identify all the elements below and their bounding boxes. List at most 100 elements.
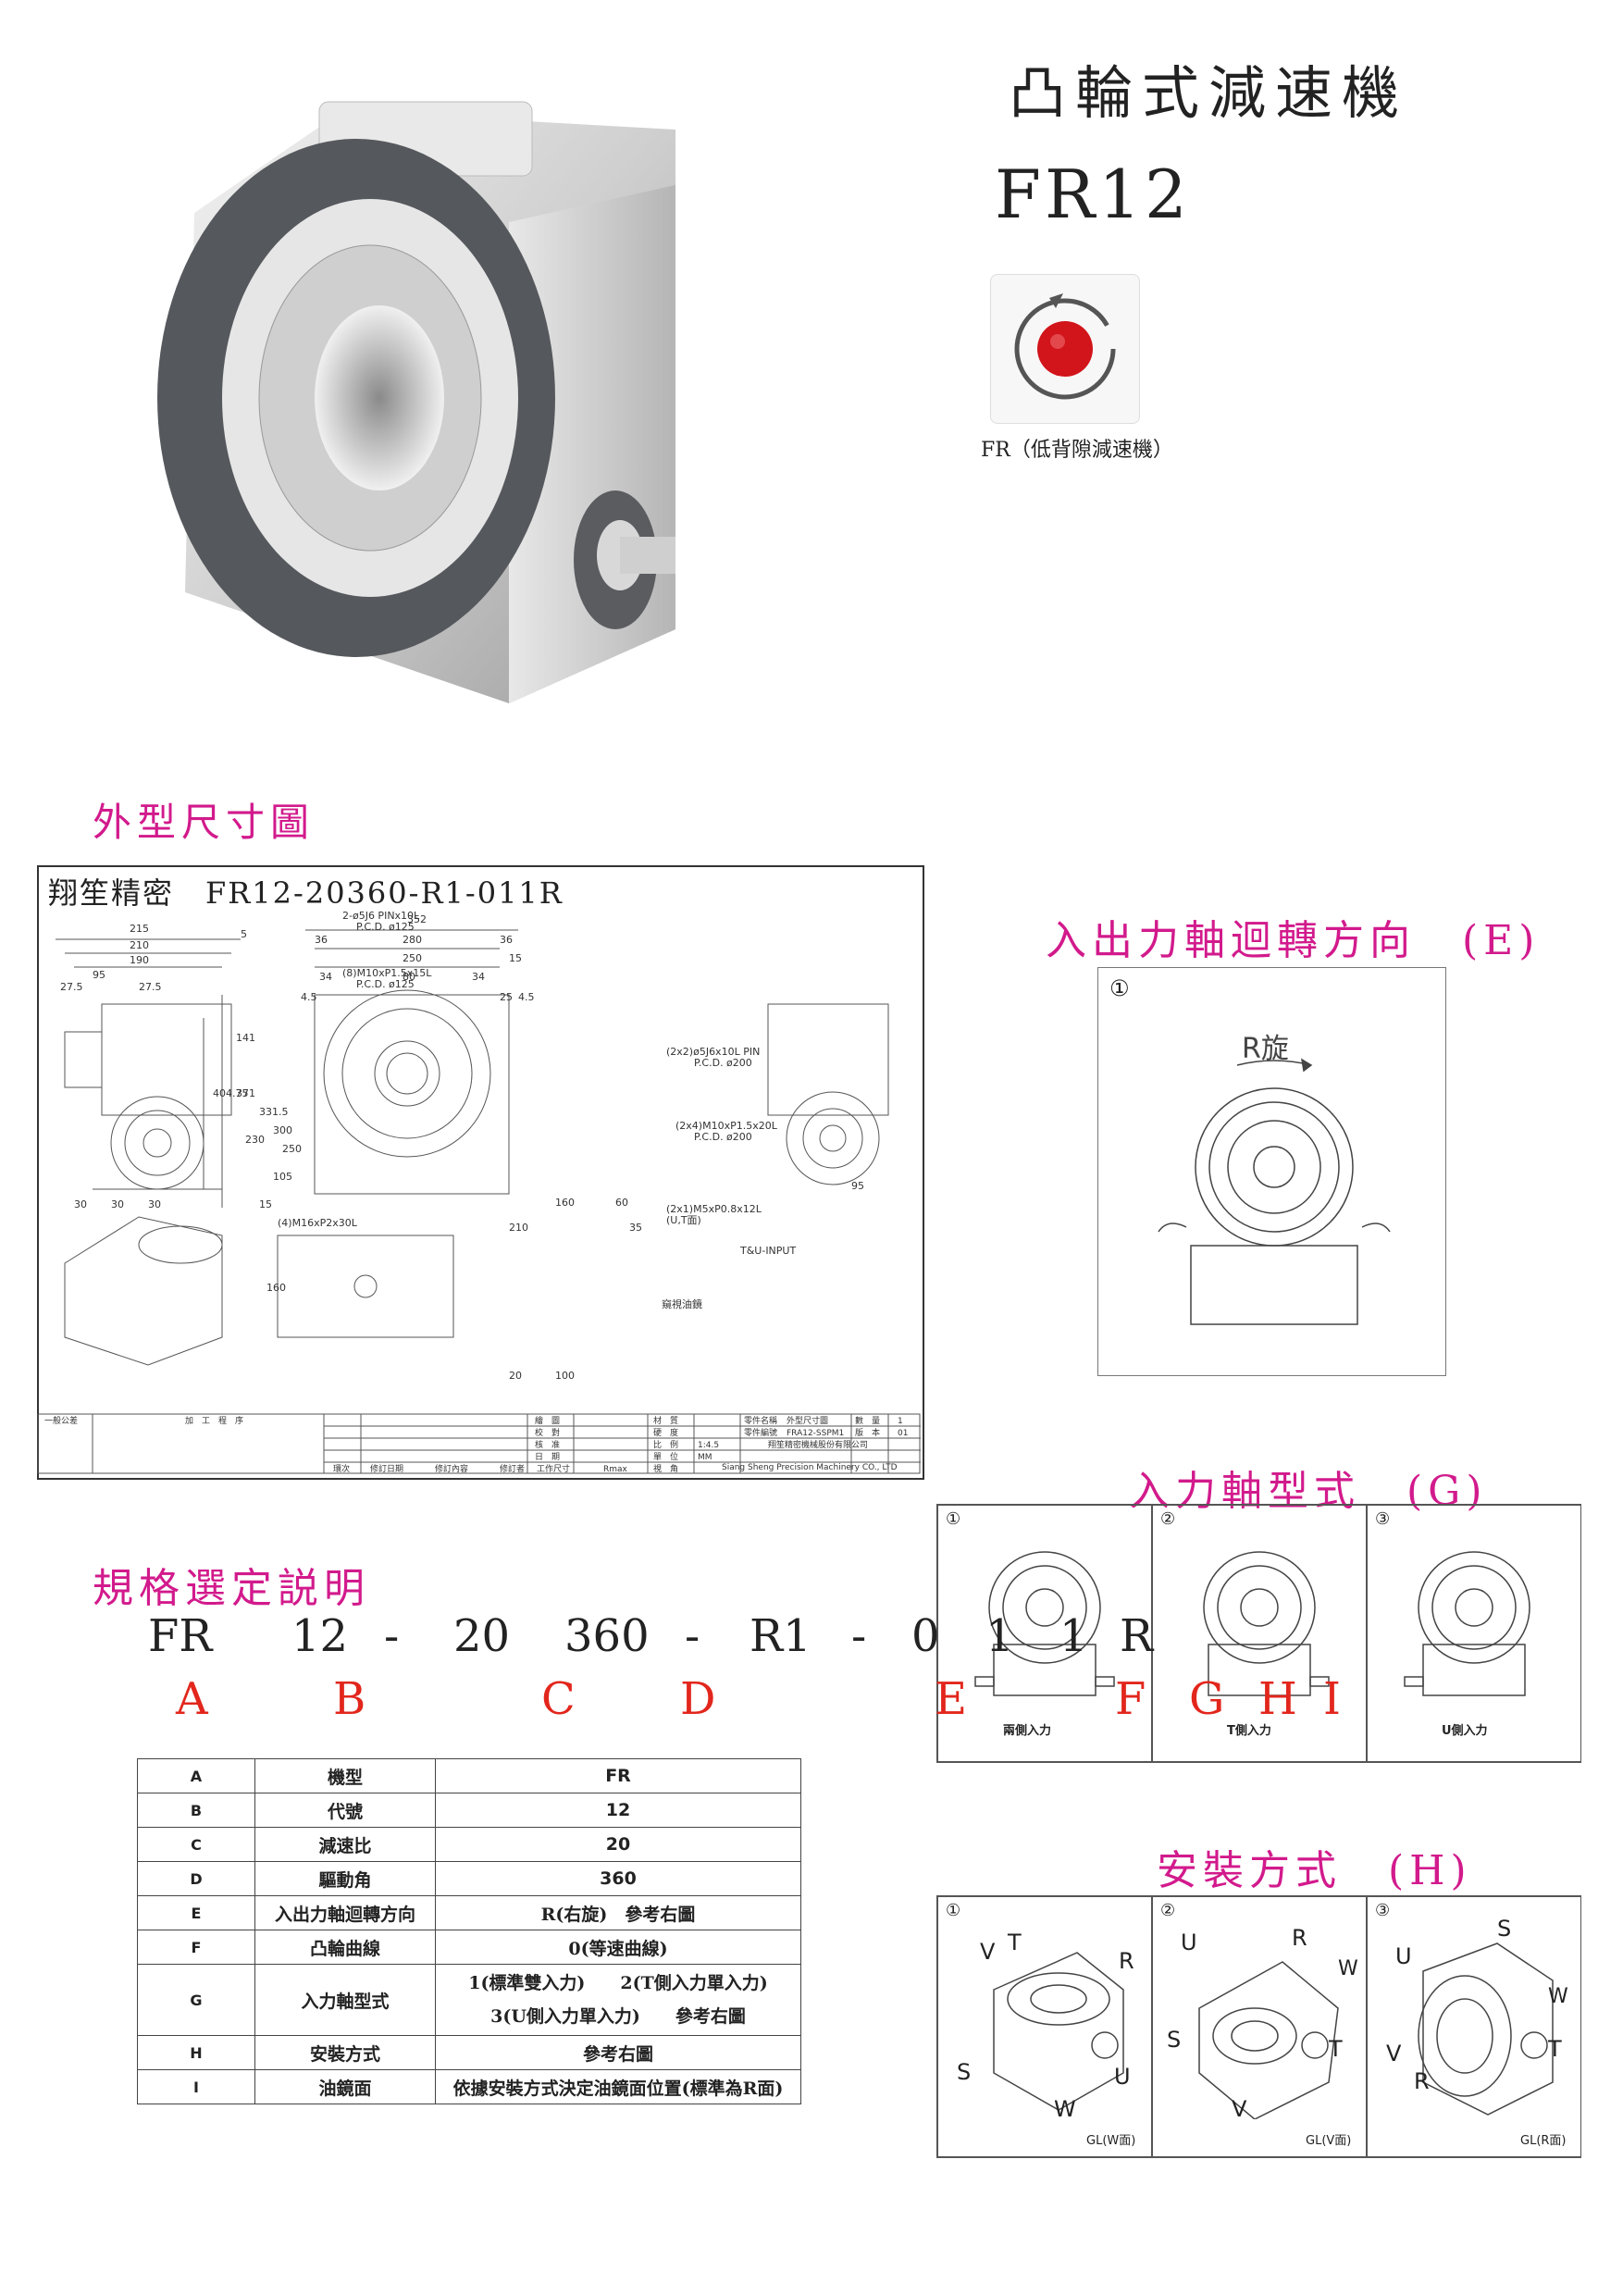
face-label: R (1119, 1948, 1134, 1974)
table-row: C 減速比 20 (137, 1827, 801, 1862)
code-separator: - (384, 1610, 400, 1662)
face-label: T (1008, 1930, 1022, 1955)
dim-label: 105 (273, 1171, 292, 1183)
tb-value: 1 (898, 1417, 903, 1426)
code-letter: I (1323, 1673, 1341, 1725)
dim-label: 27.5 (139, 981, 162, 993)
code-separator: - (685, 1610, 700, 1662)
input-option-u-side[interactable]: ③ U側入力 (1367, 1505, 1581, 1762)
drawing-note: P.C.D. ø200 (694, 1131, 752, 1143)
code-letter: B (333, 1673, 366, 1725)
code-segment: 360 (564, 1610, 650, 1662)
option-caption: GL(R面) (1520, 2134, 1567, 2148)
tb-footer: 工作尺寸 (537, 1463, 570, 1474)
reducer-iso-r-icon (1418, 1942, 1554, 2116)
dim-label: 5 (241, 928, 247, 940)
drawing-note: (2x2)ø5J6x10L PIN (666, 1046, 760, 1058)
row-key: G (137, 1964, 255, 2036)
drawing-title-block: 一般公差 加 工 程 序 繪 圖 校 對 核 准 日 期 材 質 硬 度 比 例… (37, 1413, 921, 1474)
reducer-front-view-icon (1158, 1058, 1391, 1325)
option-index: ② (1160, 1901, 1176, 1920)
row-value: R(右旋) 參考右圖 (435, 1895, 801, 1930)
tb-label: 核 准 (535, 1439, 560, 1450)
input-option-t-side[interactable]: ② T側入力 (1152, 1505, 1367, 1762)
fr-type-icon-box (990, 274, 1140, 424)
row-value-line-2: 3(U側入力單入力) 參考右圖 (490, 2006, 746, 2027)
tb-label: 繪 圖 (535, 1415, 560, 1426)
dim-label: 15 (509, 952, 522, 964)
row-name: 減速比 (254, 1827, 436, 1862)
row-key: E (137, 1895, 255, 1930)
reducer-iso-w-icon (993, 1952, 1124, 2111)
face-label: V (1386, 2041, 1402, 2066)
dimension-drawing: 215 210 190 95 27.5 27.5 5 352 36 280 36… (56, 912, 889, 1382)
table-row: A 機型 FR (137, 1758, 801, 1793)
row-name: 機型 (254, 1758, 436, 1793)
tb-footer: Rmax (603, 1465, 628, 1474)
dim-label: 80 (403, 971, 415, 983)
code-letter: A (176, 1673, 208, 1725)
tb-value: FRA12-SSPM1 (787, 1429, 844, 1438)
dimension-drawing-frame (37, 865, 924, 1480)
reducer-t-input-icon (1203, 1551, 1330, 1696)
face-label: U (1181, 1930, 1197, 1955)
dim-label: 20 (509, 1370, 522, 1382)
rotation-direction-panel: ① R旋 (1097, 967, 1446, 1376)
row-key: A (137, 1758, 255, 1793)
row-name: 凸輪曲線 (254, 1930, 436, 1965)
tb-label: 零件編號 (744, 1427, 777, 1438)
dim-label: 60 (615, 1197, 628, 1209)
mount-option-w-face[interactable]: ① V T R S U W GL(W面) (937, 1896, 1152, 2157)
dim-label: 300 (273, 1124, 292, 1136)
option-index: ② (1160, 1509, 1176, 1529)
row-key: B (137, 1793, 255, 1828)
drawing-note: 窺視油鏡 (662, 1297, 702, 1310)
spec-table: A 機型 FR B 代號 12 C 減速比 20 D 驅動角 360 E 入出力… (137, 1758, 801, 2104)
mounting-options: ① V T R S U W GL(W面) ② U R W (936, 1895, 1581, 2158)
option-caption: T側入力 (1227, 1724, 1271, 1738)
tb-value: 01 (898, 1429, 908, 1438)
mount-option-r-face[interactable]: ③ S U W V T R GL(R面) (1367, 1896, 1581, 2157)
row-value: 12 (435, 1793, 801, 1828)
code-letter: C (541, 1673, 576, 1725)
face-label: W (1548, 1985, 1568, 2008)
tb-label: 數 量 (855, 1415, 880, 1426)
face-label: U (1114, 2064, 1131, 2090)
rotation-dot-icon (1014, 293, 1116, 400)
code-letter: E (935, 1673, 968, 1725)
dim-label: 95 (851, 1180, 864, 1192)
code-segment: 1 (1059, 1610, 1088, 1662)
code-separator: - (851, 1610, 867, 1662)
code-letter: G (1189, 1673, 1225, 1725)
dim-label: 36 (315, 934, 328, 946)
reducer-u-input-icon (1404, 1551, 1530, 1696)
row-key: I (137, 2069, 255, 2104)
drawing-title: 翔笙精密 FR12-20360-R1-011R (48, 875, 564, 911)
dim-label: 36 (500, 934, 513, 946)
dim-label: 210 (130, 939, 149, 951)
option-index: ① (946, 1509, 961, 1529)
input-shaft-options: ① 兩側入力 ② T側入力 ③ (936, 1504, 1581, 1763)
dim-label: 190 (130, 954, 149, 966)
row-name: 入出力軸迴轉方向 (254, 1895, 436, 1930)
tb-label: 加 工 程 序 (185, 1415, 243, 1426)
table-row: D 驅動角 360 (137, 1861, 801, 1896)
row-name: 驅動角 (254, 1861, 436, 1896)
table-row: F 凸輪曲線 0(等速曲線) (137, 1930, 801, 1965)
tb-value: MM (698, 1453, 712, 1462)
face-label: V (1232, 2096, 1247, 2122)
option-caption: U側入力 (1442, 1724, 1488, 1738)
product-title: 凸輪式減速機 (1009, 59, 1409, 127)
tb-label: 單 位 (653, 1451, 678, 1462)
tb-label: 零件名稱 (744, 1415, 777, 1426)
dim-label: 100 (555, 1370, 575, 1382)
option-caption: 兩側入力 (1003, 1724, 1052, 1738)
input-option-both-sides[interactable]: ① 兩側入力 (937, 1505, 1152, 1762)
mount-option-v-face[interactable]: ② U R W S T V GL(V面) (1152, 1896, 1367, 2157)
code-segment: R (1120, 1610, 1154, 1662)
dim-label: 30 (74, 1198, 87, 1210)
dim-label: 160 (555, 1197, 575, 1209)
tb-label: 硬 度 (653, 1427, 678, 1438)
drawing-note: (U,T面) (666, 1214, 701, 1226)
dim-label: 331.5 (259, 1106, 289, 1118)
